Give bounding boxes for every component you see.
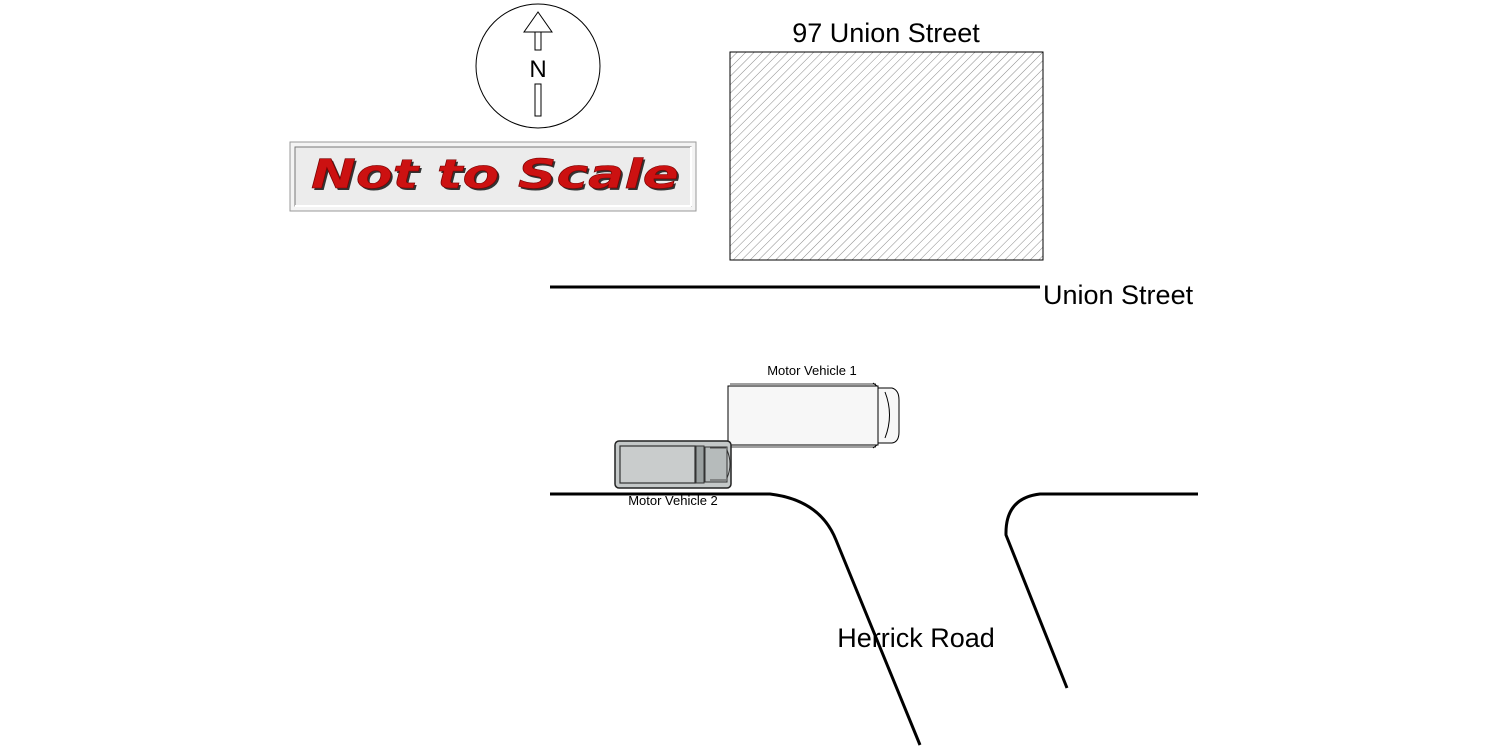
- not-to-scale-text: Not to Scale: [311, 152, 679, 198]
- union-street: Union Street: [550, 280, 1198, 746]
- building-97-union-street: 97 Union Street: [729, 18, 1044, 261]
- south-curb-west: [550, 492, 922, 746]
- building-address-label: 97 Union Street: [792, 18, 980, 48]
- motor-vehicle-1: Motor Vehicle 1: [727, 363, 900, 449]
- motor-vehicle-1-label: Motor Vehicle 1: [767, 363, 857, 378]
- north-arrow-icon: N: [475, 3, 601, 129]
- herrick-road-label: Herrick Road: [837, 623, 995, 653]
- not-to-scale-shadow: Not to Scale: [313, 154, 681, 200]
- south-curb-east: [1004, 492, 1198, 689]
- truck-box: [727, 385, 879, 446]
- motor-vehicle-2-label: Motor Vehicle 2: [628, 493, 718, 508]
- truck-cab: [877, 387, 900, 444]
- motor-vehicle-2: Motor Vehicle 2: [614, 440, 732, 508]
- union-street-label: Union Street: [1043, 280, 1194, 310]
- pickup-rear-window: [695, 445, 705, 484]
- pickup-bed: [619, 445, 696, 484]
- north-label: N: [529, 56, 546, 83]
- pickup-windshield: [726, 449, 731, 479]
- not-to-scale-plaque: Not to Scale Not to Scale: [289, 141, 697, 212]
- pickup-cab: [704, 446, 728, 483]
- truck-windshield: [884, 391, 890, 439]
